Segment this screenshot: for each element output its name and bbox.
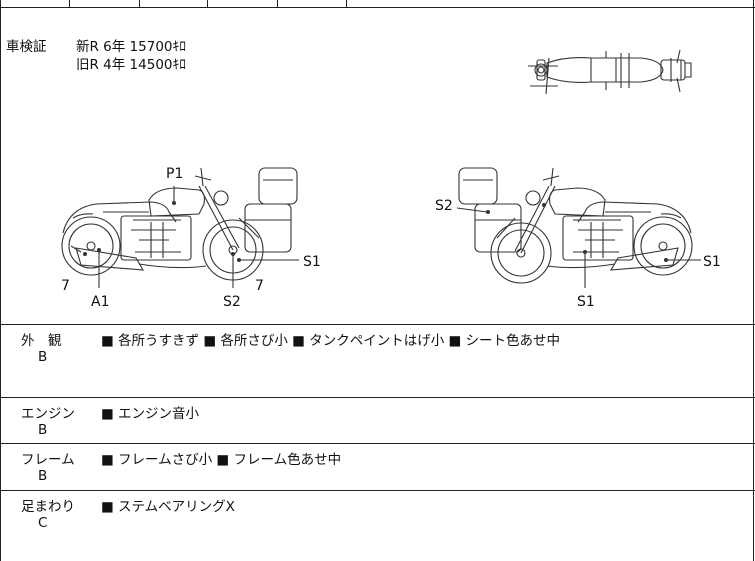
category-label: 足まわり [21, 499, 75, 515]
grade-value: B [38, 422, 48, 438]
label-s1-right-bottom: S1 [577, 294, 595, 310]
grade-value: B [38, 468, 48, 484]
label-s2-left: S2 [223, 294, 241, 310]
label-7-right: 7 [255, 278, 264, 294]
motorcycle-right-side-icon [458, 167, 693, 284]
motorcycle-diagrams: P1 7 A1 S2 7 S1 S2 S1 S1 [61, 49, 721, 310]
grade-value: B [38, 349, 48, 365]
label-s1-left: S1 [303, 254, 321, 270]
strip-divider [207, 0, 208, 7]
condition-notes: ■ ステムベアリングX [101, 499, 235, 515]
strip-divider [277, 0, 278, 7]
inspection-old-line: 旧R 4年 14500ｷﾛ [76, 57, 186, 73]
condition-row-frame: フレーム B ■ フレームさび小 ■ フレーム色あせ中 [1, 444, 755, 491]
category-label: 外 観 [21, 333, 62, 349]
condition-notes: ■ 各所うすきず ■ 各所さび小 ■ タンクペイントはげ小 ■ シート色あせ中 [101, 333, 561, 349]
condition-row-suspension: 足まわり C ■ ステムベアリングX [1, 491, 755, 561]
label-s1-right-side: S1 [703, 254, 721, 270]
vehicle-inspection-label: 車検証 [6, 39, 47, 55]
condition-notes: ■ フレームさび小 ■ フレーム色あせ中 [101, 452, 342, 468]
label-s2-right: S2 [435, 198, 453, 214]
grade-value: C [38, 515, 48, 531]
strip-divider [139, 0, 140, 7]
category-label: フレーム [21, 452, 75, 468]
inspection-new-line: 新R 6年 15700ｷﾛ [76, 39, 186, 55]
condition-row-exterior: 外 観 B ■ 各所うすきず ■ 各所さび小 ■ タンクペイントはげ小 ■ シー… [1, 325, 755, 398]
category-label: エンジン [21, 406, 75, 422]
condition-table: 外 観 B ■ 各所うすきず ■ 各所さび小 ■ タンクペイントはげ小 ■ シー… [1, 325, 755, 561]
condition-notes: ■ エンジン音小 [101, 406, 200, 422]
top-table-strip [1, 0, 755, 8]
label-p1: P1 [166, 166, 183, 182]
strip-divider [69, 0, 70, 7]
leader-s2-right [456, 207, 488, 213]
label-a1: A1 [91, 294, 109, 310]
damage-diagram-section: 車検証 新R 6年 15700ｷﾛ 旧R 4年 14500ｷﾛ [1, 8, 755, 325]
condition-row-engine: エンジン B ■ エンジン音小 [1, 398, 755, 444]
strip-divider [346, 0, 347, 7]
leader-7-left [70, 245, 82, 253]
motorcycle-left-side-icon [61, 167, 298, 281]
label-7-left: 7 [61, 278, 70, 294]
motorcycle-top-view-icon [528, 49, 692, 95]
